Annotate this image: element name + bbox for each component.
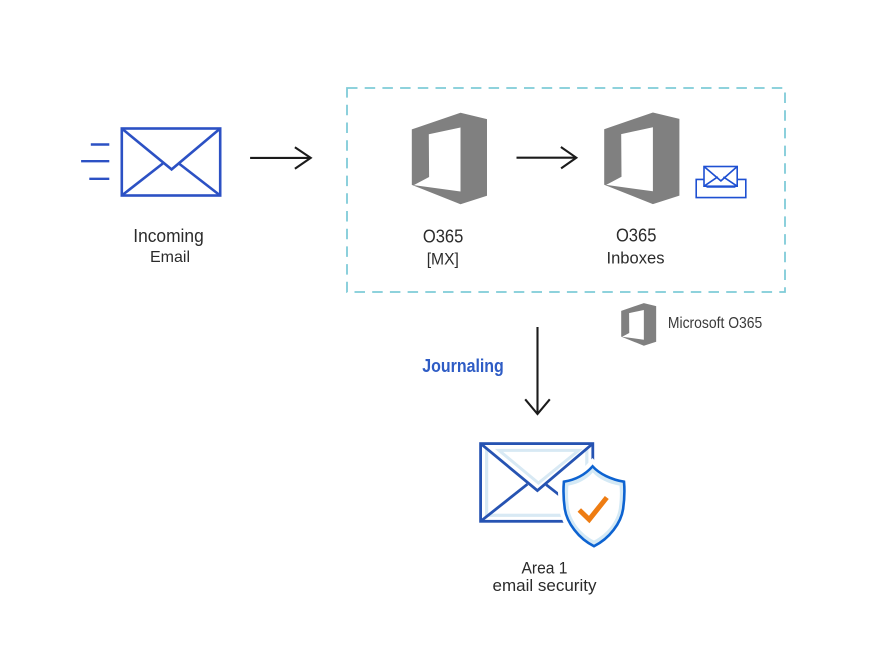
svg-text:O365: O365 [423, 226, 464, 246]
svg-text:[MX]: [MX] [427, 250, 459, 269]
svg-text:Inboxes: Inboxes [607, 250, 665, 268]
svg-text:email security: email security [493, 577, 598, 595]
svg-text:Journaling: Journaling [422, 356, 504, 376]
svg-text:Microsoft O365: Microsoft O365 [668, 315, 762, 332]
svg-text:Area 1: Area 1 [522, 560, 568, 578]
svg-text:Incoming: Incoming [133, 226, 204, 246]
svg-text:Email: Email [150, 249, 190, 266]
svg-text:O365: O365 [616, 226, 657, 246]
